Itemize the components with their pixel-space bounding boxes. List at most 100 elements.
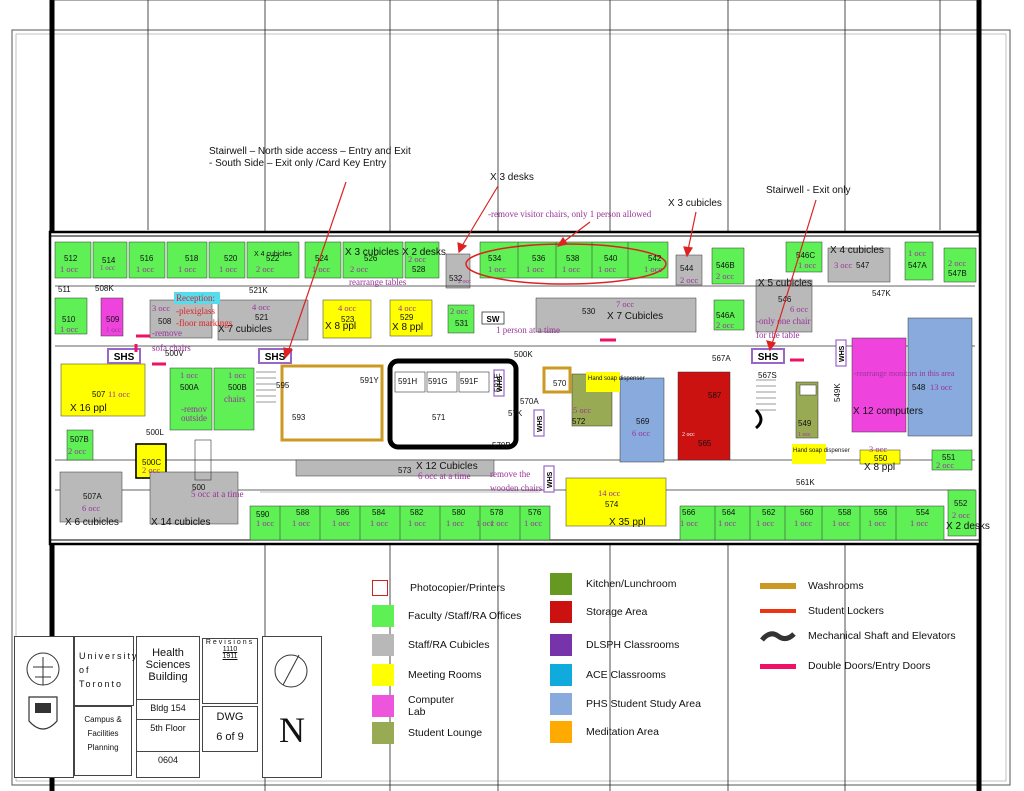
room-512 xyxy=(54,241,92,279)
svg-text:531: 531 xyxy=(455,319,469,328)
svg-text:500V: 500V xyxy=(165,349,184,358)
svg-text:564: 564 xyxy=(722,508,736,517)
annotations: Stairwell – North side access – Entry an… xyxy=(65,146,990,532)
svg-text:591Y: 591Y xyxy=(360,376,379,385)
svg-text:wooden chairs: wooden chairs xyxy=(490,483,543,493)
svg-text:1 occ: 1 occ xyxy=(178,264,196,274)
room-546A xyxy=(713,299,745,331)
svg-text:546C: 546C xyxy=(796,251,815,260)
svg-text:514: 514 xyxy=(102,256,116,265)
svg-text:1 occ: 1 occ xyxy=(526,264,544,274)
svg-text:X 12 computers: X 12 computers xyxy=(853,406,923,417)
room-521 xyxy=(217,299,309,341)
svg-text:530: 530 xyxy=(582,307,596,316)
room-508 xyxy=(149,299,213,339)
svg-text:547K: 547K xyxy=(872,289,891,298)
legend-photocopier: Photocopier/Printers xyxy=(372,580,505,596)
svg-text:1 occ: 1 occ xyxy=(524,518,542,528)
svg-text:Hand soap dispenser: Hand soap dispenser xyxy=(793,448,850,454)
rooms-534-542 xyxy=(479,241,669,279)
legend-meditation: Meditation Area xyxy=(550,721,659,743)
room-569 xyxy=(619,377,665,463)
shs-label: SHS xyxy=(758,352,779,363)
svg-text:2 occ: 2 occ xyxy=(952,510,970,520)
svg-text:574: 574 xyxy=(605,500,619,509)
svg-text:14 occ: 14 occ xyxy=(598,488,621,498)
svg-text:3 occ: 3 occ xyxy=(834,260,852,270)
svg-text:508: 508 xyxy=(158,317,172,326)
room-544 xyxy=(675,254,703,286)
north-arrow-label: N xyxy=(279,710,305,750)
compass-icon xyxy=(274,654,308,688)
svg-text:558: 558 xyxy=(838,508,852,517)
svg-text:2 occ: 2 occ xyxy=(256,264,274,274)
svg-text:outside: outside xyxy=(181,413,207,423)
svg-text:1 occ: 1 occ xyxy=(60,324,78,334)
svg-text:1 occ: 1 occ xyxy=(756,518,774,528)
svg-text:562: 562 xyxy=(762,508,776,517)
room-529 xyxy=(389,299,433,337)
svg-text:549: 549 xyxy=(798,419,812,428)
legend-cubicles: Staff/RA Cubicles xyxy=(372,634,490,656)
svg-text:1 occ: 1 occ xyxy=(490,518,508,528)
svg-text:11 occ: 11 occ xyxy=(108,389,130,399)
stairs xyxy=(256,371,776,411)
svg-text:554: 554 xyxy=(916,508,930,517)
svg-text:570A: 570A xyxy=(520,397,539,406)
top-offices xyxy=(54,241,977,289)
svg-text:546A: 546A xyxy=(716,311,735,320)
svg-text:1 occ: 1 occ xyxy=(680,518,698,528)
svg-text:X 4 cubicles: X 4 cubicles xyxy=(830,245,884,256)
svg-text:500C: 500C xyxy=(142,458,161,467)
svg-text:2 occ: 2 occ xyxy=(142,465,160,475)
svg-text:WHS: WHS xyxy=(547,471,554,488)
svg-text:1 occ: 1 occ xyxy=(910,518,928,528)
room-507 xyxy=(60,363,146,417)
svg-text:X 7 Cubicles: X 7 Cubicles xyxy=(607,311,663,322)
svg-text:X 2 desks: X 2 desks xyxy=(402,247,446,258)
room-523 xyxy=(322,299,372,339)
shs-label: SHS xyxy=(114,352,135,363)
svg-text:Reception:: Reception: xyxy=(176,293,215,303)
svg-text:-remov: -remov xyxy=(181,404,207,414)
svg-text:1 occ: 1 occ xyxy=(908,248,926,258)
swatch xyxy=(372,695,394,717)
svg-text:542: 542 xyxy=(648,254,662,263)
legend-washrooms: Washrooms xyxy=(760,580,864,592)
svg-text:524: 524 xyxy=(315,254,329,263)
svg-text:6 occ: 6 occ xyxy=(790,304,808,314)
svg-text:516: 516 xyxy=(140,254,154,263)
svg-text:547: 547 xyxy=(856,261,870,270)
room-531 xyxy=(447,304,475,334)
logo-box xyxy=(14,636,74,778)
svg-text:507: 507 xyxy=(92,390,106,399)
room-565 xyxy=(677,371,731,461)
svg-text:521: 521 xyxy=(255,313,269,322)
svg-text:521K: 521K xyxy=(249,286,268,295)
svg-text:2 occ: 2 occ xyxy=(948,258,966,268)
svg-text:584: 584 xyxy=(372,508,386,517)
svg-text:2 occ: 2 occ xyxy=(936,460,954,470)
university-box: University of Toronto xyxy=(74,636,139,706)
svg-text:529: 529 xyxy=(400,313,414,322)
svg-text:1 occ: 1 occ xyxy=(106,326,121,334)
room-509 xyxy=(100,297,124,337)
svg-text:1 occ: 1 occ xyxy=(868,518,886,528)
svg-text:2 occ: 2 occ xyxy=(680,275,698,285)
svg-text:4 occ: 4 occ xyxy=(398,303,416,313)
svg-text:1 occ: 1 occ xyxy=(332,518,350,528)
legend-offices: Faculty /Staff/RA Offices xyxy=(372,605,521,627)
svg-text:1 occ: 1 occ xyxy=(228,370,246,380)
svg-text:550: 550 xyxy=(874,454,888,463)
reception-box xyxy=(174,292,220,304)
svg-text:547B: 547B xyxy=(948,269,967,278)
room-546B xyxy=(711,247,745,285)
room-548-lab xyxy=(851,337,907,433)
svg-text:567A: 567A xyxy=(712,354,731,363)
svg-text:X 12 Cubicles: X 12 Cubicles xyxy=(416,461,478,472)
third-row xyxy=(60,317,973,463)
room-550 xyxy=(859,449,901,465)
university-name: University of Toronto xyxy=(79,651,139,689)
svg-text:507B: 507B xyxy=(70,435,89,444)
